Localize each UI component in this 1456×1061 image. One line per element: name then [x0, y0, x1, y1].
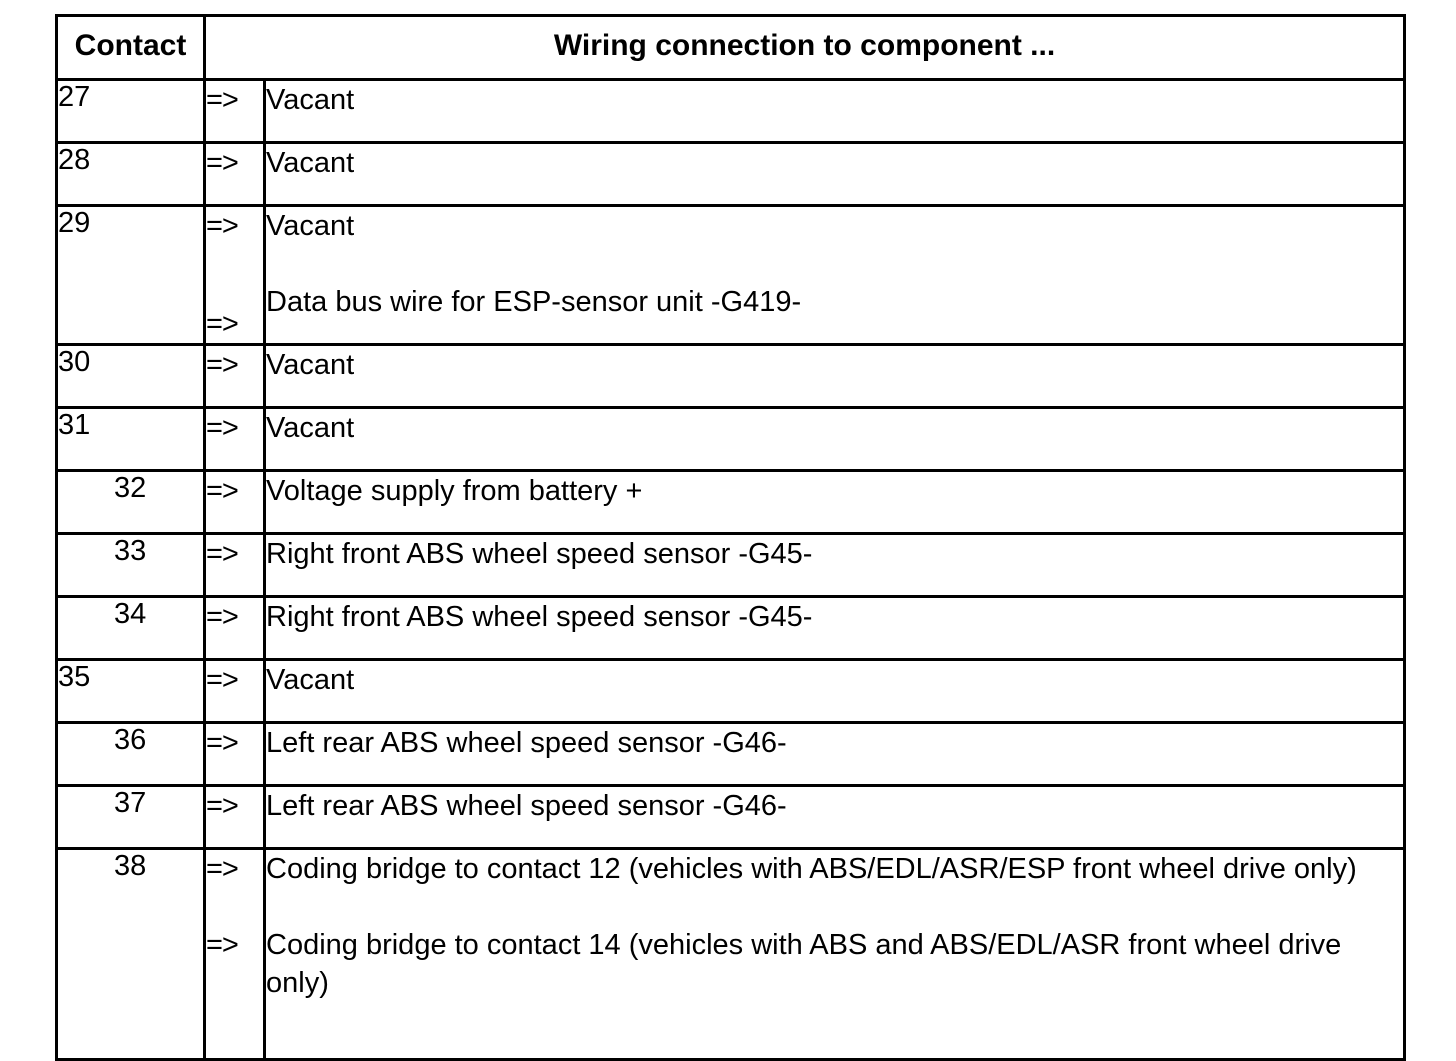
arrow-glyph-icon: => — [206, 853, 239, 885]
arrow-glyph-icon: => — [206, 84, 239, 116]
arrow-glyph-icon: => — [206, 601, 239, 633]
arrow-cell: => — [203, 532, 266, 598]
arrow-cell: => — [203, 343, 266, 409]
description-line: Voltage supply from battery + — [266, 475, 643, 507]
description-cell: Left rear ABS wheel speed sensor -G46- — [263, 784, 1406, 850]
table-row: 30 => Vacant — [55, 343, 1406, 409]
contact-number-cell: 30 — [55, 343, 206, 409]
table-row: 38 => => Coding bridge to contact 12 (ve… — [55, 847, 1406, 1061]
arrow-glyph-icon: => — [206, 929, 239, 961]
contact-number-cell: 27 — [55, 78, 206, 144]
description-line: Vacant — [266, 412, 355, 444]
arrow-cell: => — [203, 469, 266, 535]
document-page: Contact Wiring connection to component .… — [55, 14, 1406, 1061]
column-header-contact: Contact — [55, 14, 206, 81]
description-cell: Vacant Data bus wire for ESP-sensor unit… — [263, 204, 1406, 346]
description-line: Right front ABS wheel speed sensor -G45- — [266, 538, 813, 570]
description-cell: Vacant — [263, 658, 1406, 724]
contact-number-cell: 35 — [55, 658, 206, 724]
arrow-glyph-icon: => — [206, 475, 239, 507]
arrow-glyph-icon: => — [206, 790, 239, 822]
table-row: 36 => Left rear ABS wheel speed sensor -… — [55, 721, 1406, 787]
arrow-glyph-icon: => — [206, 538, 239, 570]
description-cell: Vacant — [263, 406, 1406, 472]
description-line: Coding bridge to contact 14 (vehicles wi… — [266, 929, 1342, 999]
table-row: 28 => Vacant — [55, 141, 1406, 207]
description-line: Right front ABS wheel speed sensor -G45- — [266, 601, 813, 633]
arrow-cell: => => — [203, 847, 266, 1061]
arrow-cell: => — [203, 78, 266, 144]
description-cell: Voltage supply from battery + — [263, 469, 1406, 535]
arrow-cell: => — [203, 721, 266, 787]
wiring-connections-table: Contact Wiring connection to component .… — [55, 14, 1406, 1061]
description-line: Vacant — [266, 84, 355, 116]
contact-number-cell: 38 — [55, 847, 206, 1061]
arrow-cell: => => — [203, 204, 266, 346]
description-cell: Vacant — [263, 343, 1406, 409]
description-cell: Right front ABS wheel speed sensor -G45- — [263, 532, 1406, 598]
arrow-cell: => — [203, 141, 266, 207]
blank-spacer — [266, 245, 1403, 283]
arrow-cell: => — [203, 658, 266, 724]
arrow-cell: => — [203, 406, 266, 472]
table-row: 33 => Right front ABS wheel speed sensor… — [55, 532, 1406, 598]
table-row: 37 => Left rear ABS wheel speed sensor -… — [55, 784, 1406, 850]
blank-spacer — [266, 888, 1403, 926]
arrow-glyph-icon: => — [206, 147, 239, 179]
contact-number-cell: 32 — [55, 469, 206, 535]
description-line: Vacant — [266, 664, 355, 696]
description-line: Vacant — [266, 210, 355, 242]
table-header: Contact Wiring connection to component .… — [55, 14, 1406, 81]
description-cell: Left rear ABS wheel speed sensor -G46- — [263, 721, 1406, 787]
description-line: Vacant — [266, 147, 355, 179]
table-row: 32 => Voltage supply from battery + — [55, 469, 1406, 535]
contact-number-cell: 29 — [55, 204, 206, 346]
contact-number-cell: 37 — [55, 784, 206, 850]
column-header-description: Wiring connection to component ... — [203, 14, 1406, 81]
table-body: 27 => Vacant 28 => Vacant 29 — [55, 78, 1406, 1061]
table-row: 27 => Vacant — [55, 78, 1406, 144]
description-line: Vacant — [266, 349, 355, 381]
contact-number-cell: 28 — [55, 141, 206, 207]
description-line: Left rear ABS wheel speed sensor -G46- — [266, 727, 787, 759]
description-cell: Vacant — [263, 78, 1406, 144]
table-header-row: Contact Wiring connection to component .… — [55, 14, 1406, 81]
arrow-cell: => — [203, 595, 266, 661]
arrow-glyph-icon: => — [206, 727, 239, 759]
table-row: 34 => Right front ABS wheel speed sensor… — [55, 595, 1406, 661]
arrow-cell: => — [203, 784, 266, 850]
arrow-glyph-icon: => — [206, 210, 239, 242]
table-row: 35 => Vacant — [55, 658, 1406, 724]
table-row: 31 => Vacant — [55, 406, 1406, 472]
contact-number-cell: 34 — [55, 595, 206, 661]
contact-number-cell: 31 — [55, 406, 206, 472]
table-row: 29 => => Vacant Data bus wire for ESP-se… — [55, 204, 1406, 346]
arrow-glyph-icon: => — [206, 412, 239, 444]
contact-number-cell: 33 — [55, 532, 206, 598]
contact-number-cell: 36 — [55, 721, 206, 787]
description-line: Coding bridge to contact 12 (vehicles wi… — [266, 853, 1357, 885]
description-line: Data bus wire for ESP-sensor unit -G419- — [266, 286, 802, 318]
description-line: Left rear ABS wheel speed sensor -G46- — [266, 790, 787, 822]
description-cell: Vacant — [263, 141, 1406, 207]
arrow-glyph-icon: => — [206, 349, 239, 381]
description-cell: Right front ABS wheel speed sensor -G45- — [263, 595, 1406, 661]
arrow-glyph-icon: => — [206, 664, 239, 696]
description-cell: Coding bridge to contact 12 (vehicles wi… — [263, 847, 1406, 1061]
arrow-glyph-icon: => — [206, 308, 239, 340]
